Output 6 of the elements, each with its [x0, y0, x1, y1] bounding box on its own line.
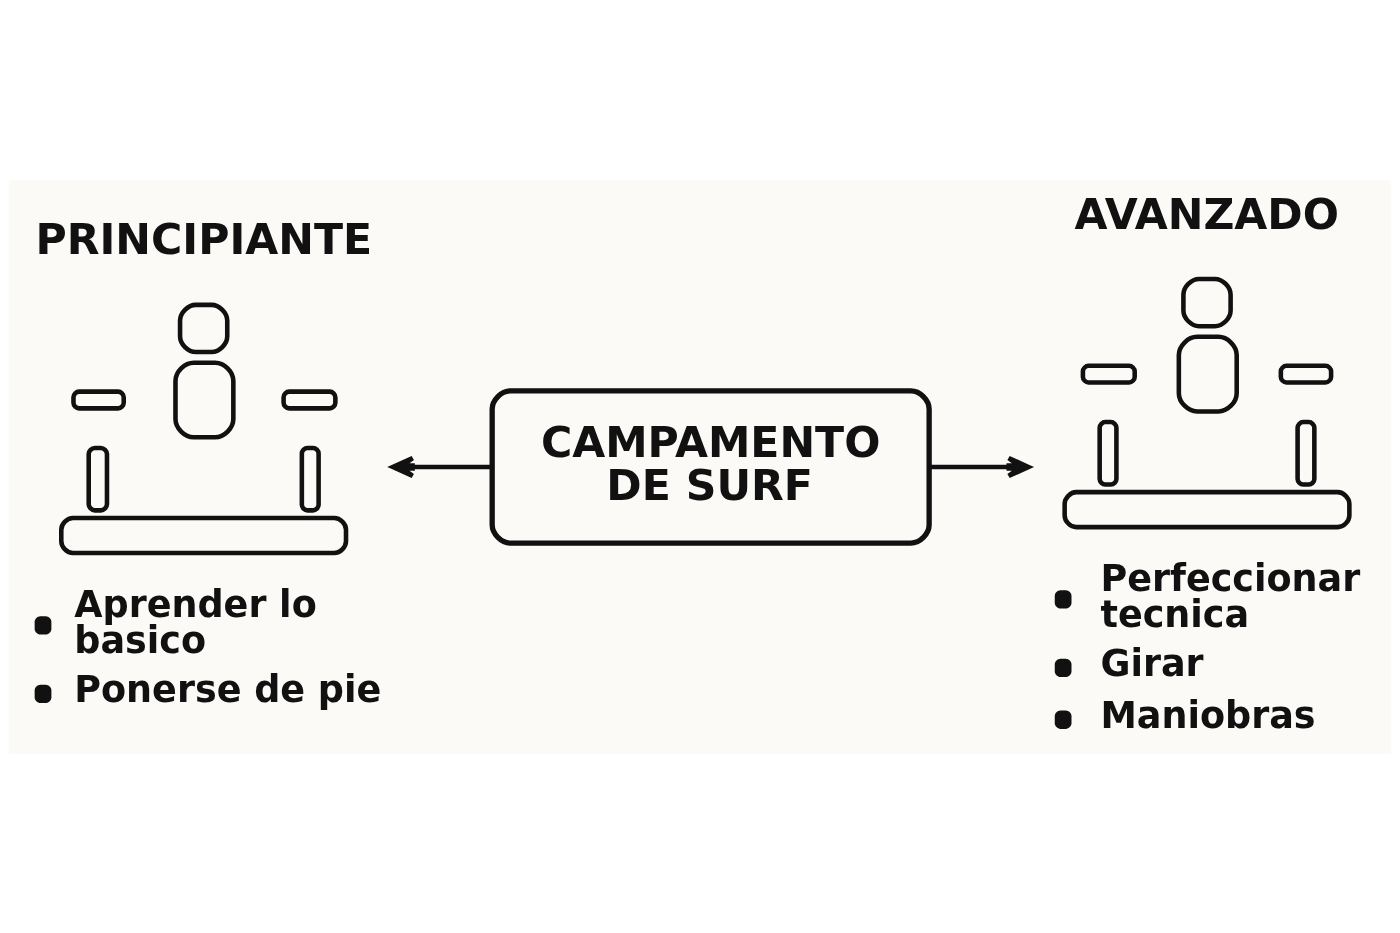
node-box: CAMPAMENTO DE SURF [489, 387, 932, 546]
arrow [929, 455, 1031, 478]
node-label: Ponerse de pie [74, 667, 382, 711]
node-label: AVANZADO [1074, 188, 1339, 239]
node-label: PRINCIPIANTE [35, 213, 373, 264]
arrow [390, 455, 493, 478]
